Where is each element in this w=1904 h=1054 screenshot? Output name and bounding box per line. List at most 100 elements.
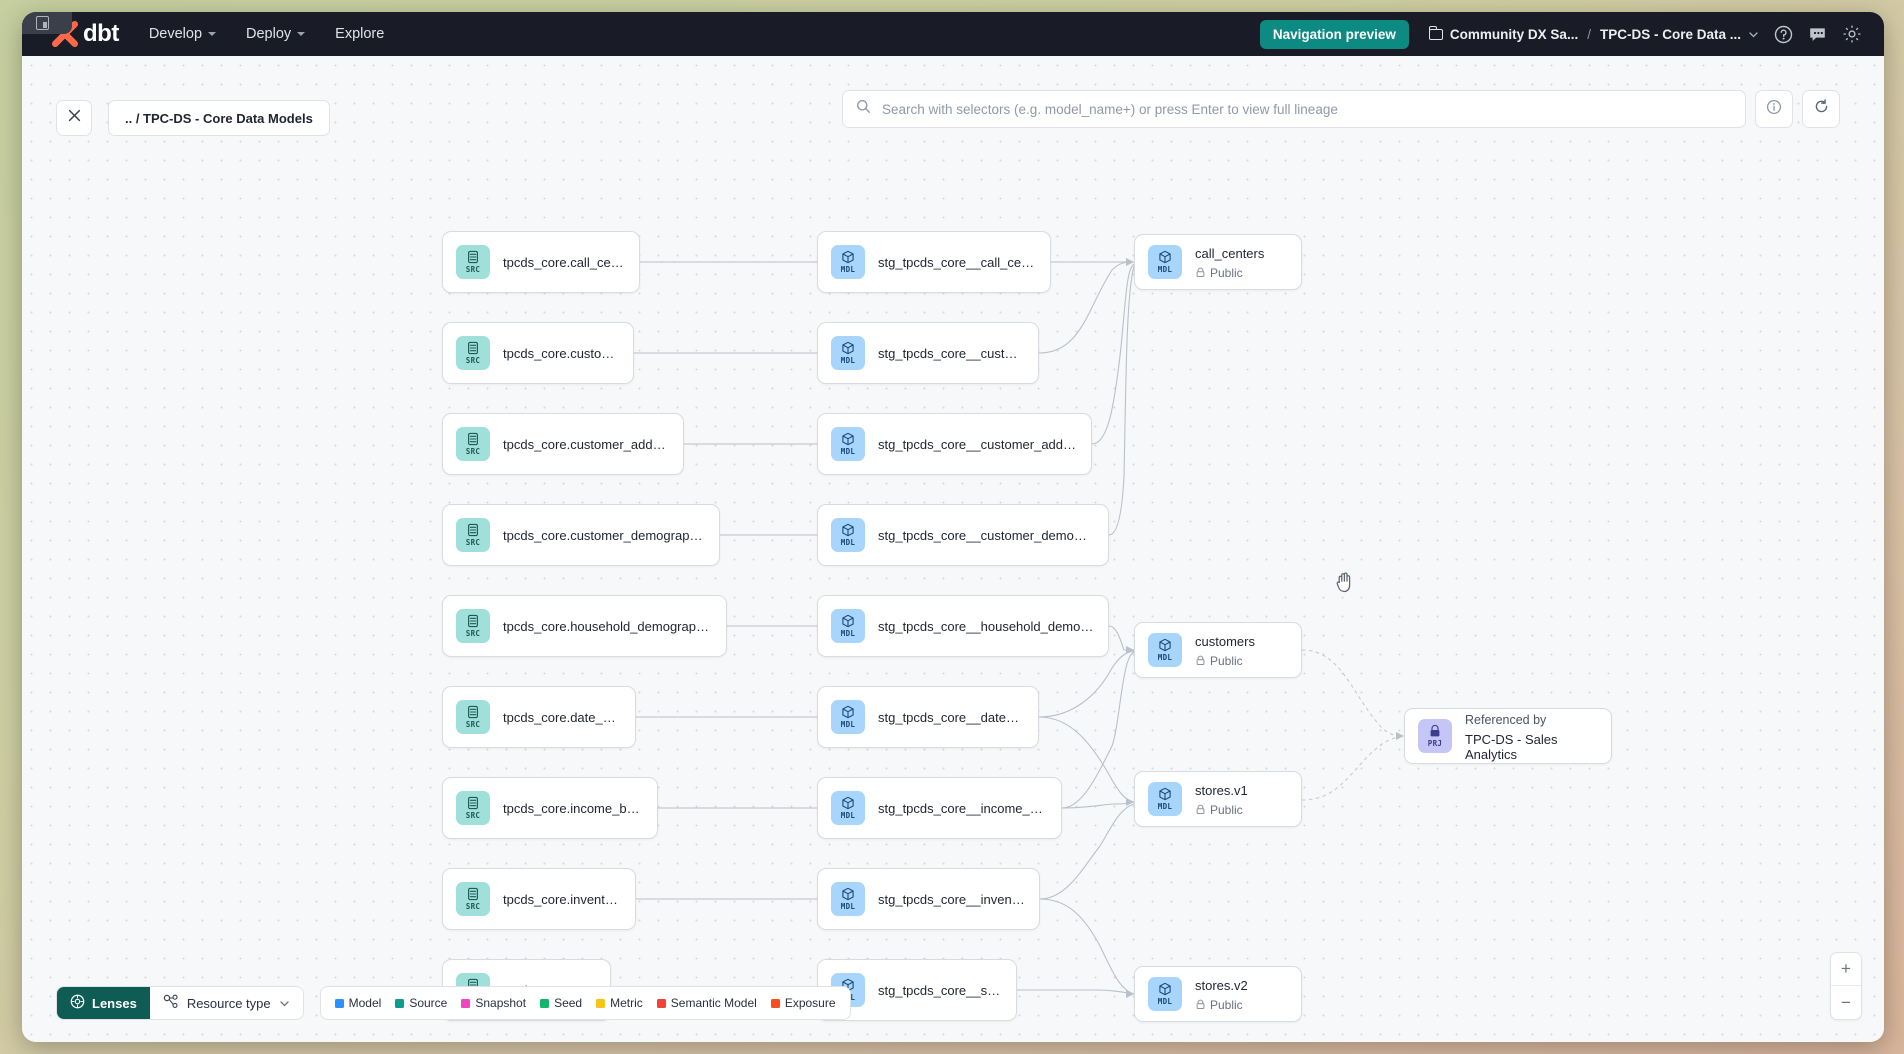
legend-swatch bbox=[395, 998, 405, 1008]
lineage-canvas[interactable]: .. / TPC-DS - Core Data Models bbox=[22, 56, 1884, 1042]
node-label: stg_tpcds_core__customer_address bbox=[878, 436, 1077, 452]
zoom-out-button[interactable]: − bbox=[1841, 992, 1851, 1012]
node-title: customers bbox=[1195, 633, 1255, 649]
legend-label: Source bbox=[409, 996, 448, 1010]
nav-item-deploy[interactable]: Deploy bbox=[246, 26, 306, 42]
node-badge-mdl-icon: MDL bbox=[831, 791, 865, 825]
nav-item-explore[interactable]: Explore bbox=[335, 26, 384, 42]
navigation-preview-button[interactable]: Navigation preview bbox=[1259, 19, 1409, 49]
lineage-node-source[interactable]: SRC tpcds_core.call_center bbox=[442, 231, 640, 293]
node-subtitle: Public bbox=[1195, 266, 1264, 280]
nav-item-explore-label: Explore bbox=[335, 26, 385, 42]
node-title: stores.v2 bbox=[1195, 977, 1248, 993]
node-badge-src-icon: SRC bbox=[456, 245, 490, 279]
resource-type-button[interactable]: Resource type bbox=[150, 987, 303, 1019]
node-label: stg_tpcds_core__household_demogr... bbox=[878, 618, 1094, 634]
search-area bbox=[842, 90, 1840, 128]
node-label: stg_tpcds_core__date_dim bbox=[878, 709, 1024, 725]
node-label: tpcds_core.inventory bbox=[503, 891, 621, 907]
chevron-down-icon[interactable] bbox=[1748, 29, 1759, 40]
window-tab-nub bbox=[22, 12, 72, 34]
dbt-wordmark: dbt bbox=[83, 20, 119, 47]
legend-swatch bbox=[334, 998, 344, 1008]
legend-label: Snapshot bbox=[475, 996, 527, 1010]
close-button[interactable] bbox=[56, 100, 92, 136]
search-box[interactable] bbox=[842, 90, 1746, 128]
lenses-button[interactable]: Lenses bbox=[57, 987, 150, 1019]
node-badge-src-icon: SRC bbox=[456, 791, 490, 825]
node-label: stg_tpcds_core__customer_demogra... bbox=[878, 527, 1094, 543]
chevron-down-icon bbox=[208, 32, 217, 36]
folder-icon bbox=[1428, 25, 1443, 40]
close-icon bbox=[67, 108, 82, 128]
node-badge-src-icon: SRC bbox=[456, 336, 490, 370]
lock-icon bbox=[1195, 267, 1206, 278]
legend-label: Exposure bbox=[784, 996, 836, 1010]
lenses-icon bbox=[70, 994, 85, 1012]
breadcrumb-separator: / bbox=[1587, 26, 1591, 42]
node-badge-mdl-icon: MDL bbox=[831, 882, 865, 916]
gear-icon[interactable] bbox=[1842, 24, 1862, 44]
node-subtitle: Public bbox=[1195, 998, 1248, 1012]
feedback-icon[interactable] bbox=[1808, 25, 1827, 44]
legend-item-semantic-model: Semantic Model bbox=[656, 996, 757, 1010]
node-badge-mdl-icon: MDL bbox=[831, 700, 865, 734]
legend-label: Seed bbox=[554, 996, 583, 1010]
zoom-in-button[interactable]: + bbox=[1831, 953, 1861, 986]
resource-type-icon bbox=[163, 994, 179, 1012]
node-label: tpcds_core.date_dim bbox=[503, 709, 621, 725]
lineage-breadcrumb-chip[interactable]: .. / TPC-DS - Core Data Models bbox=[108, 100, 330, 136]
dbt-logo[interactable]: dbt bbox=[52, 20, 119, 48]
node-subtitle: TPC-DS - Sales Analytics bbox=[1465, 731, 1558, 762]
window-icon bbox=[36, 16, 49, 30]
bottom-toolbar: Lenses Resource type bbox=[56, 986, 851, 1020]
node-badge-mdl-icon: MDL bbox=[1148, 245, 1182, 279]
app-window: dbt Develop Deploy Explore Navigation pr… bbox=[22, 12, 1884, 1042]
node-label: stg_tpcds_core__income_band bbox=[878, 800, 1047, 816]
chevron-down-icon bbox=[297, 32, 306, 36]
node-label: tpcds_core.call_center bbox=[503, 254, 625, 270]
lineage-node-model[interactable]: MDL stg_tpcds_core__household_demogr... bbox=[817, 595, 1109, 657]
legend-swatch bbox=[770, 998, 780, 1008]
node-subtitle: Public bbox=[1195, 803, 1248, 817]
node-badge-src-icon: SRC bbox=[456, 518, 490, 552]
legend-item-snapshot: Snapshot bbox=[461, 996, 526, 1010]
search-input[interactable] bbox=[882, 101, 1732, 117]
legend-label: Semantic Model bbox=[670, 996, 757, 1010]
breadcrumb-account[interactable]: Community DX Sa... bbox=[1449, 26, 1579, 42]
search-icon bbox=[856, 99, 871, 119]
node-badge-mdl-icon: MDL bbox=[831, 609, 865, 643]
nav-item-develop[interactable]: Develop bbox=[149, 26, 217, 42]
breadcrumb-project[interactable]: TPC-DS - Core Data ... bbox=[1599, 26, 1741, 42]
lineage-node-source[interactable]: SRC tpcds_core.customer bbox=[442, 322, 634, 384]
lineage-node-model[interactable]: MDL stg_tpcds_core__income_band bbox=[817, 777, 1062, 839]
help-circle-icon[interactable] bbox=[1774, 25, 1793, 44]
resource-type-label: Resource type bbox=[186, 995, 271, 1011]
node-label: tpcds_core.customer bbox=[503, 345, 619, 361]
lock-icon bbox=[1195, 804, 1206, 815]
refresh-button[interactable] bbox=[1802, 90, 1840, 128]
legend-swatch bbox=[461, 998, 471, 1008]
node-badge-mdl-icon: MDL bbox=[831, 245, 865, 279]
lineage-node-model[interactable]: MDL stg_tpcds_core__date_dim bbox=[817, 686, 1039, 748]
legend-item-model: Model bbox=[334, 996, 381, 1010]
node-badge-src-icon: SRC bbox=[456, 427, 490, 461]
search-info-button[interactable] bbox=[1755, 90, 1793, 128]
